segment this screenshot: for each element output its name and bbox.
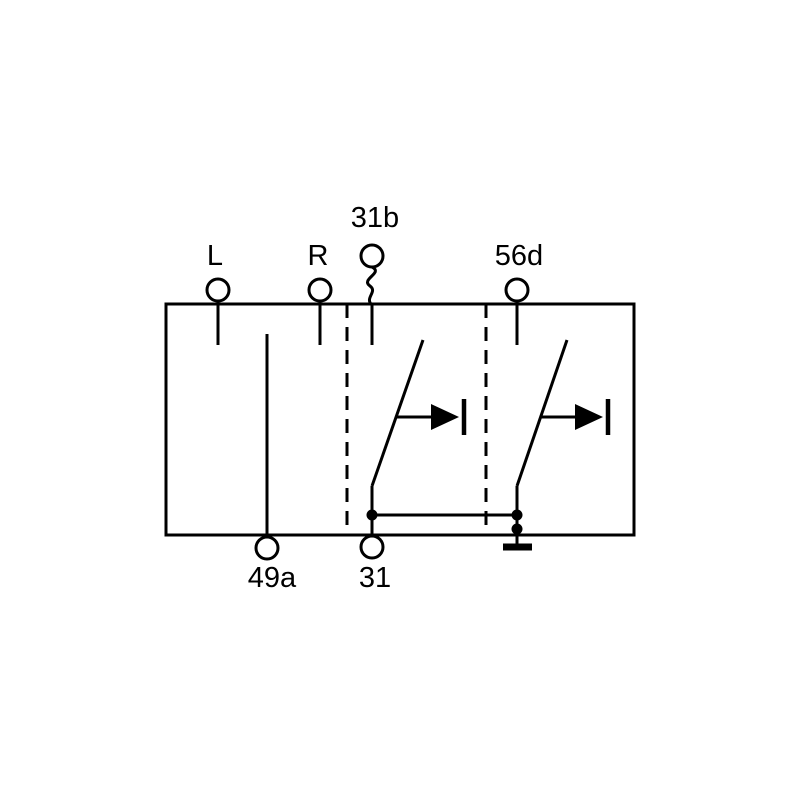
junction-dot-right-upper [511,509,523,521]
terminal-56d-circle [504,277,530,303]
terminal-31-label: 31 [359,562,391,594]
junction-dot-left [366,509,378,521]
terminal-49a-circle [254,535,280,561]
terminal-L: L [205,240,231,345]
switch-lever-1-blade [370,339,425,487]
terminal-31b-wavy-lead [366,265,377,307]
terminal-31b-label: 31b [351,202,399,234]
terminal-49a: 49a [248,334,297,594]
switch-lever-1-arrow-icon [431,404,459,430]
terminal-56d: 56d [495,240,543,345]
terminal-56d-label: 56d [495,240,543,272]
terminal-31b-circle [359,243,385,269]
terminal-31-circle [359,534,385,560]
switch-lever-1 [370,339,467,537]
component-box [164,302,636,537]
terminal-R: R [307,240,333,345]
terminal-49a-label: 49a [248,562,297,594]
switch-lever-2 [515,339,611,545]
junction-dot-right-lower [511,523,523,535]
terminal-L-circle [205,277,231,303]
terminal-R-label: R [308,240,329,272]
terminal-L-label: L [207,240,223,272]
switch-lever-2-blade [515,339,569,487]
terminal-R-circle [307,277,333,303]
terminal-31: 31 [359,534,391,594]
switch-lever-2-arrow-icon [575,404,603,430]
common-bus [366,509,523,535]
terminal-31b: 31b [351,202,399,345]
